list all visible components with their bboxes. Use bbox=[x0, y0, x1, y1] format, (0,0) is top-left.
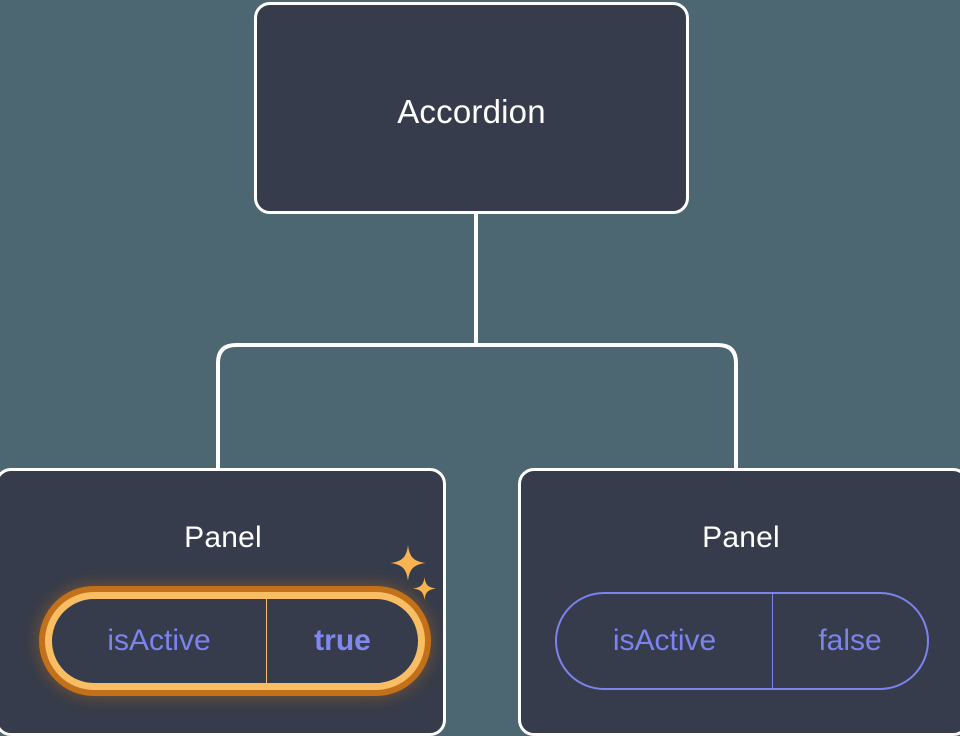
node-panel-inactive-label: Panel bbox=[702, 521, 780, 554]
connector-branch-bus bbox=[216, 343, 738, 468]
node-panel-active-label: Panel bbox=[184, 521, 262, 554]
prop-name-label: isActive bbox=[107, 624, 211, 657]
prop-name-label: isActive bbox=[612, 624, 717, 657]
node-accordion-label: Accordion bbox=[397, 93, 546, 130]
node-accordion[interactable]: Accordion bbox=[254, 2, 689, 214]
prop-value-label: true bbox=[266, 599, 418, 683]
prop-value-label: false bbox=[772, 594, 927, 688]
prop-pill-isactive-true[interactable]: isActive true bbox=[45, 592, 425, 690]
prop-pill-isactive-false[interactable]: isActive false bbox=[555, 592, 929, 690]
